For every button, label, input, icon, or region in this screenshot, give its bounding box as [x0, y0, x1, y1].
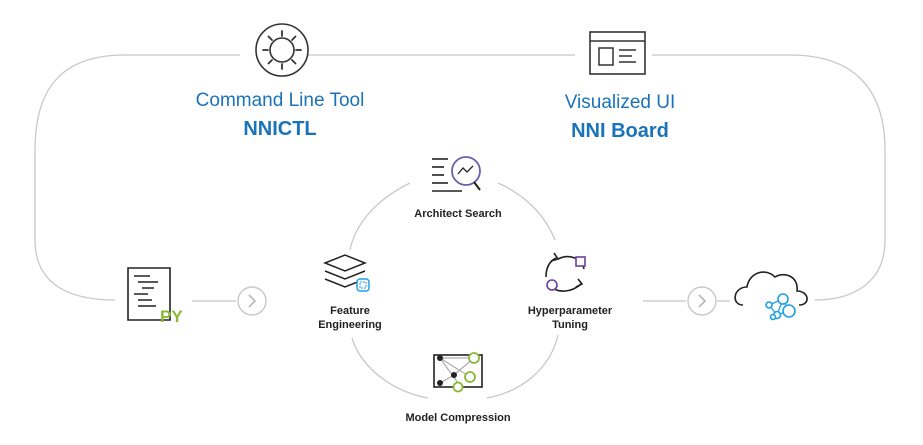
search-chart-icon	[432, 156, 481, 192]
cli-name: NNICTL	[243, 118, 317, 140]
refresh-cycle-icon	[545, 252, 586, 292]
hyperparameter-tuning-label-line2: Tuning	[552, 319, 588, 331]
stacked-layers-icon	[322, 254, 370, 292]
cli-title: Command Line Tool	[195, 90, 365, 111]
hyperparameter-tuning-label: Hyperparameter Tuning	[510, 304, 630, 332]
python-badge: PY	[160, 307, 183, 326]
architect-search-label: Architect Search	[414, 208, 502, 220]
cloud-network-icon	[734, 271, 808, 321]
inner-cycle-line	[351, 337, 429, 399]
gear-icon	[255, 23, 309, 77]
feature-engineering-label-line1: Feature	[330, 305, 370, 317]
arrow-right-circle-icon	[237, 286, 267, 316]
inner-cycle-line	[486, 334, 559, 399]
inner-cycle-line	[497, 182, 556, 241]
ui-name: NNI Board	[571, 120, 669, 142]
inner-cycle-line	[349, 182, 411, 251]
feature-engineering-label-line2: Engineering	[318, 319, 382, 331]
arrow-right-circle-icon	[687, 286, 717, 316]
network-graph-icon	[433, 352, 483, 393]
ui-title: Visualized UI	[564, 92, 676, 113]
python-script-icon	[127, 267, 171, 321]
outer-loop-line-right	[652, 54, 886, 301]
hyperparameter-tuning-label-line1: Hyperparameter	[527, 305, 613, 317]
feature-engineering-label: Feature Engineering	[295, 304, 405, 332]
outer-loop-line	[34, 54, 240, 301]
model-compression-label: Model Compression	[405, 412, 511, 424]
dashboard-window-icon	[589, 31, 646, 75]
